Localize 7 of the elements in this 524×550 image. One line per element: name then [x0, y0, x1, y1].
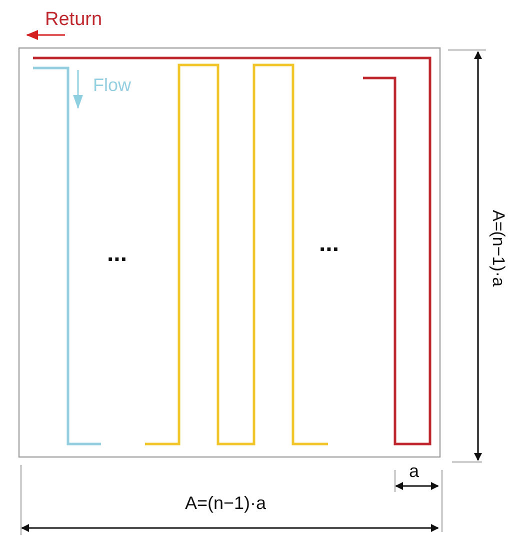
ellipsis: ...	[107, 242, 128, 266]
dimension-label: a	[409, 462, 420, 480]
pipe-label: Return	[45, 10, 102, 29]
ellipsis: ...	[319, 232, 340, 256]
dimension-label: A=(n−1)·a	[185, 494, 266, 512]
dimension-label: A=(n−1)·a	[490, 210, 507, 287]
pipe-label: Flow	[93, 76, 132, 94]
